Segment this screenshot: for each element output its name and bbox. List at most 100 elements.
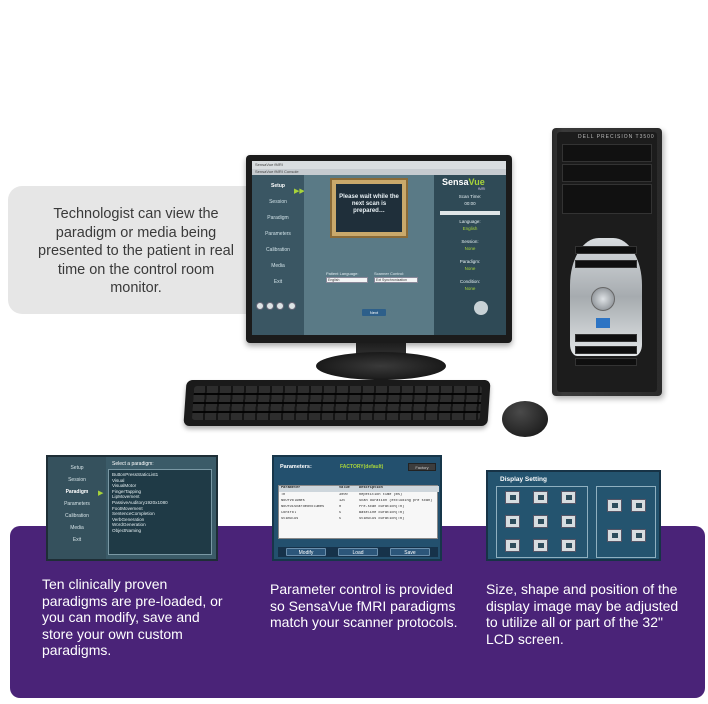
vent: [575, 246, 637, 254]
sidebar-item-calibration[interactable]: Calibration: [266, 247, 290, 253]
patient-preview-frame: Please wait while the next scan is prepa…: [330, 178, 408, 238]
monitor-stand-base: [316, 352, 446, 380]
factory-button[interactable]: Factory: [408, 463, 436, 471]
rewind-icon[interactable]: [256, 302, 264, 310]
drive-bay: [562, 184, 652, 214]
size-controls: [596, 486, 656, 558]
position-button[interactable]: [533, 515, 548, 528]
sidebar-item-parameters[interactable]: Parameters: [265, 231, 291, 237]
table-cell: Stimulus: [281, 517, 299, 521]
table-cell: Stimulus duration(TR): [359, 517, 405, 521]
position-button[interactable]: [533, 491, 548, 504]
table-row[interactable]: Control 5 Baseline duration(TR): [279, 511, 439, 517]
sidebar-item-parameters[interactable]: Parameters: [64, 501, 90, 507]
sidebar-item-exit[interactable]: Exit: [72, 537, 82, 543]
logo-subtitle: fMRI: [478, 187, 486, 191]
column-header: Description: [359, 486, 383, 490]
sidebar-item-media[interactable]: Media: [70, 525, 84, 531]
table-cell: 120: [339, 499, 346, 503]
drive-bay: [562, 144, 652, 162]
table-row[interactable]: NoOfDiscardedVolumes 0 Pre-scan duration…: [279, 505, 439, 511]
list-item[interactable]: PassiveAuditory1920x1080: [112, 499, 168, 505]
sidebar-item-calibration[interactable]: Calibration: [65, 513, 89, 519]
sidebar-item-session[interactable]: Session: [269, 199, 287, 205]
session-value: None: [464, 246, 476, 251]
paradigm-list[interactable]: ButtonPressStaticList1 Visual VisualMoto…: [108, 469, 212, 555]
session-label: Session:: [461, 239, 479, 244]
sidebar-item-paradigm[interactable]: Paradigm: [267, 215, 289, 221]
sidebar-item-setup[interactable]: Setup: [271, 183, 285, 189]
table-cell: 5: [339, 517, 342, 521]
active-arrow-icon: ▶▶: [294, 188, 305, 195]
modify-button[interactable]: Modify: [286, 548, 326, 556]
table-row[interactable]: TR 3000 Repetition time (ms): [279, 493, 439, 499]
list-item[interactable]: WordGeneration: [112, 522, 146, 528]
keyboard-keys: [191, 386, 483, 420]
power-button-icon[interactable]: [591, 287, 615, 311]
size-button[interactable]: [607, 499, 622, 512]
list-item[interactable]: Visual: [112, 477, 125, 483]
display-setting-screenshot: Display Setting: [486, 470, 661, 561]
parameters-caption: Parameter control is provided so SensaVu…: [270, 581, 458, 630]
display-caption: Size, shape and position of the display …: [486, 581, 679, 647]
drive-bay: [562, 164, 652, 182]
position-button[interactable]: [561, 539, 576, 552]
size-button[interactable]: [631, 499, 646, 512]
list-item[interactable]: ObjectNaming: [112, 527, 142, 533]
stop-icon[interactable]: [288, 302, 296, 310]
table-cell: Pre-scan duration(TR): [359, 505, 405, 509]
table-cell: 3000: [339, 493, 348, 497]
sidebar-item-setup[interactable]: Setup: [70, 465, 84, 471]
window-titlebar: SensaVue fMRI: [252, 161, 506, 169]
position-button[interactable]: [505, 491, 520, 504]
sidebar-item-paradigm[interactable]: Paradigm: [65, 489, 89, 495]
play-icon[interactable]: [266, 302, 274, 310]
save-button[interactable]: Save: [390, 548, 430, 556]
sidebar-item-media[interactable]: Media: [271, 263, 285, 269]
position-button[interactable]: [561, 515, 576, 528]
next-button[interactable]: Next: [362, 309, 386, 316]
callout-box: [8, 186, 248, 314]
position-button[interactable]: [505, 539, 520, 552]
parameters-profile: FACTORY(default): [340, 464, 384, 470]
list-item[interactable]: FootMovement: [112, 505, 143, 511]
size-button[interactable]: [607, 529, 622, 542]
table-row[interactable]: Stimulus 5 Stimulus duration(TR): [279, 517, 439, 523]
list-item[interactable]: LipMovement: [112, 494, 140, 500]
patient-language-select[interactable]: English: [326, 277, 368, 283]
list-item[interactable]: ButtonPressStaticList1: [112, 472, 159, 477]
list-item[interactable]: SentenceCompletion: [112, 511, 155, 517]
condition-value: None: [464, 286, 476, 291]
language-label: Language:: [459, 219, 481, 224]
paradigm-sidebar: Setup Session Paradigm Parameters Calibr…: [48, 457, 106, 559]
callout-text: Technologist can view the paradigm or me…: [38, 206, 234, 296]
table-row[interactable]: NoOfVolumes 120 Scan duration (excluding…: [279, 499, 439, 505]
size-button[interactable]: [631, 529, 646, 542]
load-button[interactable]: Load: [338, 548, 378, 556]
monitor-screen: SensaVue fMRI SensaVue fMRI Console Setu…: [252, 161, 506, 335]
sidebar-item-exit[interactable]: Exit: [273, 279, 283, 285]
parameters-button-bar: Modify Load Save: [278, 547, 438, 557]
scanner-control-select[interactable]: Ext Synchronization: [374, 277, 418, 283]
paradigm-list-title: Select a paradigm:: [112, 461, 154, 467]
vent: [575, 260, 637, 268]
list-item[interactable]: FingerTapping: [112, 488, 142, 494]
position-button[interactable]: [533, 539, 548, 552]
pause-icon[interactable]: [276, 302, 284, 310]
position-button[interactable]: [505, 515, 520, 528]
column-header: Value: [339, 486, 350, 490]
paradigm-label: Paradigm:: [459, 259, 481, 264]
table-cell: Repetition time (ms): [359, 493, 403, 497]
condition-label: Condition:: [459, 279, 481, 284]
sticker: [596, 318, 610, 328]
display-setting-title: Display Setting: [500, 476, 547, 483]
list-item[interactable]: VisualMotor: [112, 483, 137, 489]
table-header: Parameter Value Description: [279, 486, 439, 492]
position-button[interactable]: [561, 491, 576, 504]
sidebar-item-session[interactable]: Session: [68, 477, 86, 483]
language-value: English: [462, 226, 478, 231]
table-cell: NoOfDiscardedVolumes: [281, 505, 325, 509]
table-cell: TR: [281, 493, 286, 497]
list-item[interactable]: VerbGeneration: [112, 516, 145, 522]
vent: [575, 346, 637, 354]
